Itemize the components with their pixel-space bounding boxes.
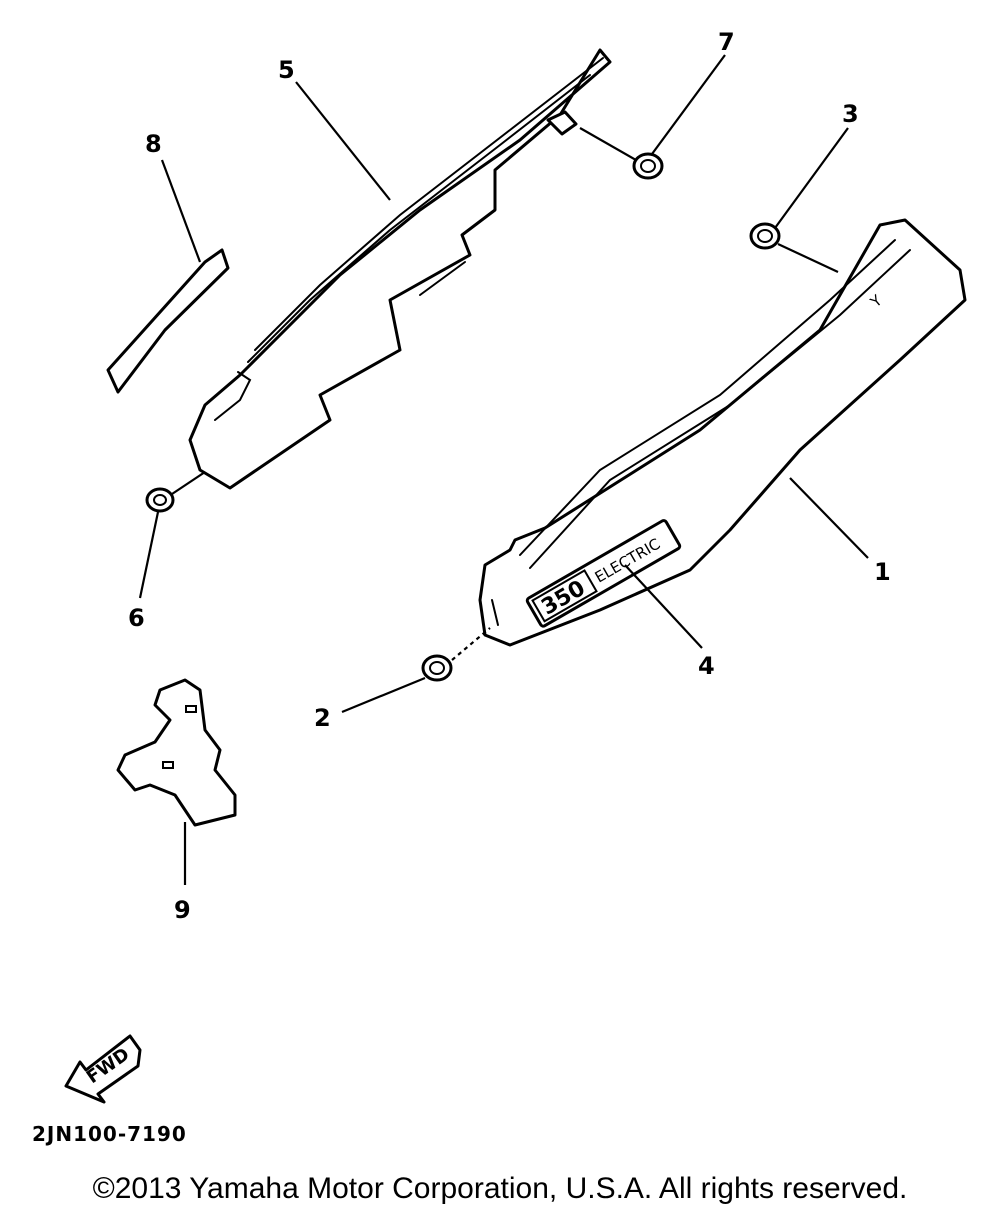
callout-5: 5	[278, 56, 295, 84]
callout-7: 7	[718, 28, 735, 56]
part-3-grommet	[749, 222, 781, 250]
drawing-code: 2JN100-7190	[32, 1122, 187, 1146]
fwd-arrow-icon: FWD	[64, 1034, 142, 1104]
leader-lines	[138, 54, 869, 885]
callout-8: 8	[145, 130, 162, 158]
leader-7-assembly	[579, 127, 637, 161]
leader-2-assembly	[451, 627, 491, 661]
leader-5	[295, 81, 391, 201]
part-9-bracket	[116, 678, 237, 827]
part-1-side-cover: Y	[478, 218, 967, 647]
leader-6	[138, 511, 160, 599]
callout-4: 4	[698, 652, 715, 680]
part-6-grommet	[145, 487, 175, 513]
part-8-decal	[106, 248, 230, 394]
leader-3-assembly	[777, 243, 839, 273]
leader-3	[774, 127, 849, 229]
part-2-grommet	[421, 654, 453, 682]
callout-1: 1	[874, 558, 891, 586]
callout-6: 6	[128, 604, 145, 632]
callout-3: 3	[842, 100, 859, 128]
leader-6-assembly	[171, 471, 206, 495]
part-5-upper-cover	[188, 48, 612, 490]
leader-8	[160, 159, 202, 263]
leader-7	[651, 54, 726, 155]
callout-9: 9	[174, 896, 191, 924]
callout-labels: 1 2 3 4 5 6 7 8 9	[128, 28, 891, 924]
leader-1	[789, 477, 869, 559]
callout-2: 2	[314, 704, 331, 732]
part-7-grommet	[632, 152, 664, 180]
copyright-notice: ©2013 Yamaha Motor Corporation, U.S.A. A…	[92, 1172, 908, 1205]
leader-2	[341, 676, 426, 714]
leader-4	[624, 564, 703, 649]
